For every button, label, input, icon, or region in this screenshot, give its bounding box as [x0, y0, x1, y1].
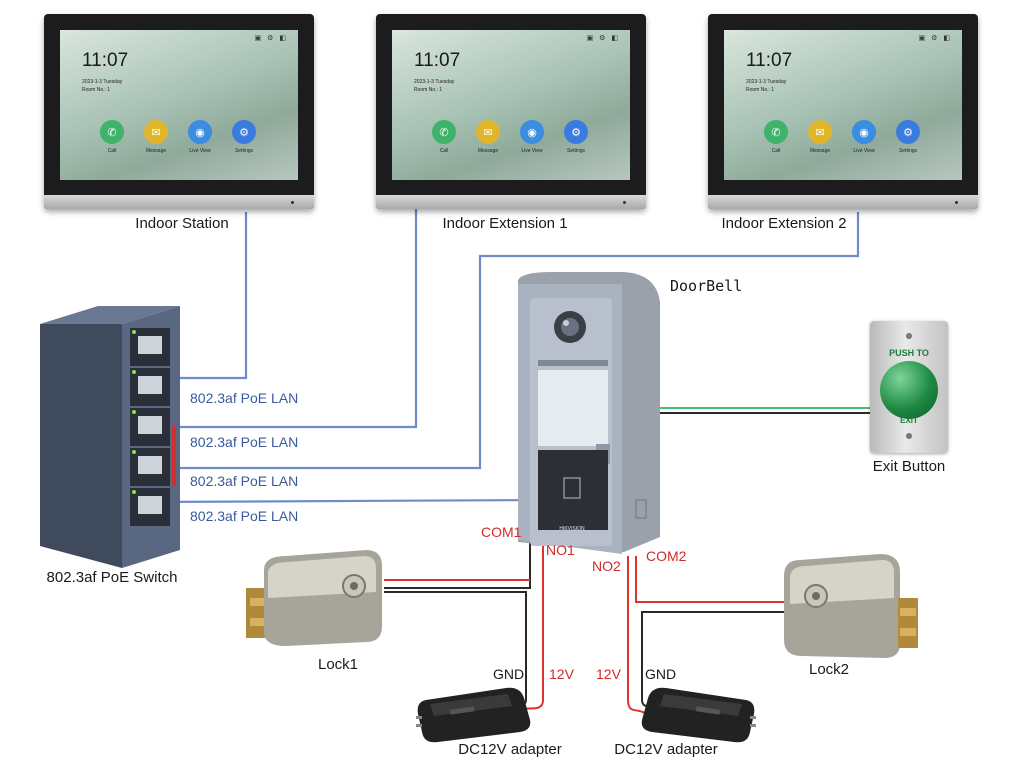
- settings-icon[interactable]: ⚙: [564, 120, 588, 144]
- app-label-settings: Settings: [566, 148, 586, 154]
- card-icon: [563, 477, 581, 499]
- indoor-extension-1-label: Indoor Extension 1: [442, 215, 568, 232]
- indoor-extension-2-monitor: ▣ ⚙ ◧ 11:07 2023-1-3 Tuesday Room No.: 1…: [708, 14, 978, 209]
- power-led-icon: [291, 201, 294, 204]
- lock1-label: Lock1: [317, 656, 359, 673]
- monitor-chin: [44, 195, 314, 209]
- app-label-message: Message: [145, 148, 167, 154]
- lan-label-4: 802.3af PoE LAN: [190, 508, 299, 524]
- message-icon[interactable]: ✉: [144, 120, 168, 144]
- screw-icon: [906, 333, 912, 339]
- lock1-device: [246, 550, 382, 646]
- lan-wire-indoor-extension-1: [150, 208, 418, 429]
- adapter-right-label: DC12V adapter: [614, 741, 718, 758]
- exit-text: EXIT: [900, 416, 918, 425]
- gnd-left-label: GND: [493, 666, 525, 682]
- live-view-icon[interactable]: ◉: [520, 120, 544, 144]
- adapter-left-device: [416, 687, 531, 743]
- app-label-live-view: Live View: [189, 148, 211, 154]
- settings-icon[interactable]: ⚙: [232, 120, 256, 144]
- power-led-icon: [955, 201, 958, 204]
- call-icon[interactable]: ✆: [100, 120, 124, 144]
- screen-clock: 11:07: [414, 50, 461, 71]
- adapter-right-device: [641, 687, 756, 743]
- name-card-window: [538, 370, 608, 446]
- monitor-screen: ▣ ⚙ ◧ 11:07 2023-1-3 Tuesday Room No.: 1…: [392, 30, 630, 180]
- screen-room: Room No.: 1: [414, 87, 443, 93]
- indoor-extension-1-monitor: ▣ ⚙ ◧ 11:07 2023-1-3 Tuesday Room No.: 1…: [376, 14, 646, 209]
- live-view-icon[interactable]: ◉: [188, 120, 212, 144]
- screen-date: 2023-1-3 Tuesday: [414, 79, 455, 85]
- poe-switch-label: 802.3af PoE Switch: [46, 569, 178, 586]
- gnd-right-wire: [641, 611, 786, 700]
- lan-label-1: 802.3af PoE LAN: [190, 390, 299, 406]
- doorbell-unit: HIKVISION: [518, 272, 660, 554]
- app-label-call: Call: [107, 148, 117, 154]
- settings-icon[interactable]: ⚙: [896, 120, 920, 144]
- lan-label-2: 802.3af PoE LAN: [190, 434, 299, 450]
- com1-label: COM1: [481, 524, 522, 540]
- power-led-icon: [623, 201, 626, 204]
- app-label-message: Message: [809, 148, 831, 154]
- screen-clock: 11:07: [746, 50, 793, 71]
- monitor-screen: ▣ ⚙ ◧ 11:07 2023-1-3 Tuesday Room No.: 1…: [60, 30, 298, 180]
- gnd-right-label: GND: [645, 666, 677, 682]
- message-icon[interactable]: ✉: [808, 120, 832, 144]
- exit-button-label: Exit Button: [872, 458, 946, 475]
- exit-button-plate[interactable]: PUSH TO EXIT: [870, 321, 948, 453]
- poe-switch: [40, 306, 180, 568]
- doorbell-label: DoorBell: [670, 277, 743, 295]
- call-icon[interactable]: ✆: [432, 120, 456, 144]
- status-icons: ▣ ⚙ ◧: [586, 35, 620, 42]
- message-icon[interactable]: ✉: [476, 120, 500, 144]
- screw-icon: [906, 433, 912, 439]
- indoor-extension-2-label: Indoor Extension 2: [721, 215, 847, 232]
- doorbell-brand: HIKVISION: [559, 526, 585, 532]
- gnd-left-wire: [384, 591, 527, 700]
- screen-room: Room No.: 1: [746, 87, 775, 93]
- lan-wire-doorbell: [149, 498, 546, 504]
- status-icons: ▣ ⚙ ◧: [254, 35, 288, 42]
- no1-label: NO1: [546, 542, 575, 558]
- app-label-settings: Settings: [234, 148, 254, 154]
- indoor-station-label: Indoor Station: [135, 215, 229, 232]
- status-icons: ▣ ⚙ ◧: [918, 35, 952, 42]
- 12v-left-label: 12V: [549, 666, 574, 682]
- screen-date: 2023-1-3 Tuesday: [746, 79, 787, 85]
- com2-label: COM2: [646, 548, 687, 564]
- card-reader-panel: [538, 450, 608, 530]
- screen-date: 2023-1-3 Tuesday: [82, 79, 123, 85]
- app-label-settings: Settings: [898, 148, 918, 154]
- call-icon[interactable]: ✆: [764, 120, 788, 144]
- 12v-right-label: 12V: [596, 666, 621, 682]
- indoor-station-monitor: ▣ ⚙ ◧ 11:07 2023-1-3 Tuesday Room No.: 1…: [44, 14, 314, 209]
- lock2-label: Lock2: [808, 661, 850, 678]
- switch-ports: [130, 328, 176, 526]
- com2-wire: [635, 556, 786, 603]
- lan-label-3: 802.3af PoE LAN: [190, 473, 299, 489]
- screen-clock: 11:07: [82, 50, 129, 71]
- monitor-chin: [708, 195, 978, 209]
- app-label-call: Call: [771, 148, 781, 154]
- live-view-icon[interactable]: ◉: [852, 120, 876, 144]
- exit-push-button[interactable]: [880, 361, 938, 419]
- app-label-message: Message: [477, 148, 499, 154]
- com1-wire: [384, 538, 531, 589]
- app-label-live-view: Live View: [853, 148, 875, 154]
- lan-wire-indoor-station: [150, 212, 248, 380]
- push-to-text: PUSH TO: [889, 348, 929, 358]
- lan-wire-indoor-extension-2: [150, 212, 860, 470]
- monitor-chin: [376, 195, 646, 209]
- no2-label: NO2: [592, 558, 621, 574]
- adapter-left-label: DC12V adapter: [458, 741, 562, 758]
- screen-room: Room No.: 1: [82, 87, 111, 93]
- app-label-live-view: Live View: [521, 148, 543, 154]
- monitor-screen: ▣ ⚙ ◧ 11:07 2023-1-3 Tuesday Room No.: 1…: [724, 30, 962, 180]
- lock2-device: [784, 554, 918, 658]
- app-label-call: Call: [439, 148, 449, 154]
